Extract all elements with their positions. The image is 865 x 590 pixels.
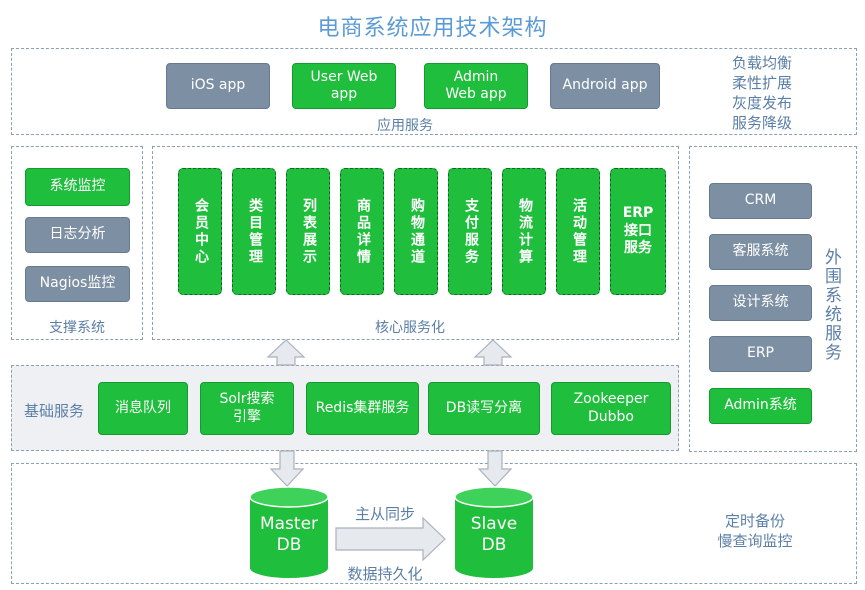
slave-db-cylinder (454, 486, 534, 578)
app-user-web: User Web app (292, 63, 396, 109)
base-item-solr: Solr搜索引擎 (200, 382, 294, 435)
arrow-down-right (477, 450, 513, 487)
sync-arrow (335, 516, 446, 562)
app-note-3: 服务降级 (731, 114, 792, 132)
app-layer-label: 应用服务 (377, 118, 433, 134)
base-item-redis: Redis集群服务 (306, 382, 419, 435)
core-item-member: 会员中心 (178, 168, 222, 295)
data-note-0: 定时备份 (724, 512, 785, 530)
support-item-monitor: 系统监控 (25, 168, 130, 206)
master-db-cylinder (249, 486, 329, 578)
data-layer-label: 数据持久化 (347, 565, 423, 583)
core-item-payment: 支付服务 (448, 168, 492, 295)
base-item-zookeeper: Zookeeper Dubbo (551, 382, 671, 435)
base-item-mq: 消息队列 (98, 382, 188, 435)
arrow-up-left (266, 339, 306, 366)
app-ios: iOS app (166, 63, 270, 109)
arrow-down-left (269, 450, 305, 487)
app-note-2: 灰度发布 (731, 94, 792, 112)
core-item-cart: 购物通道 (394, 168, 438, 295)
core-item-activity: 活动管理 (556, 168, 600, 295)
sync-label: 主从同步 (354, 505, 415, 523)
support-item-nagios: Nagios监控 (25, 266, 130, 302)
external-label: 外围系统服务 (821, 248, 841, 362)
core-label: 核心服务化 (375, 320, 445, 336)
master-db-label: Master DB (259, 513, 319, 555)
external-item-erp: ERP (709, 336, 812, 372)
external-item-crm: CRM (709, 183, 812, 219)
arrow-up-right (473, 339, 513, 366)
core-item-logistics: 物流计算 (502, 168, 546, 295)
core-item-list: 列表展示 (286, 168, 330, 295)
support-label: 支撑系统 (49, 320, 105, 336)
support-item-logs: 日志分析 (25, 217, 130, 253)
data-frame (11, 463, 857, 584)
core-item-erp: ERP接口服务 (610, 168, 666, 295)
diagram-title: 电商系统应用技术架构 (317, 16, 548, 41)
app-admin-web: Admin Web app (424, 63, 528, 109)
base-item-db-rw: DB读写分离 (428, 382, 540, 435)
slave-db-label: Slave DB (470, 513, 518, 555)
app-android: Android app (550, 63, 660, 109)
core-item-detail: 商品详情 (340, 168, 384, 295)
app-note-0: 负载均衡 (731, 54, 792, 72)
data-note-1: 慢查询监控 (717, 532, 793, 550)
external-item-admin: Admin系统 (709, 388, 812, 424)
external-item-design: 设计系统 (709, 285, 812, 321)
core-item-category: 类目管理 (232, 168, 276, 295)
base-label: 基础服务 (23, 402, 84, 420)
external-item-service: 客服系统 (709, 234, 812, 270)
app-note-1: 柔性扩展 (731, 74, 792, 92)
